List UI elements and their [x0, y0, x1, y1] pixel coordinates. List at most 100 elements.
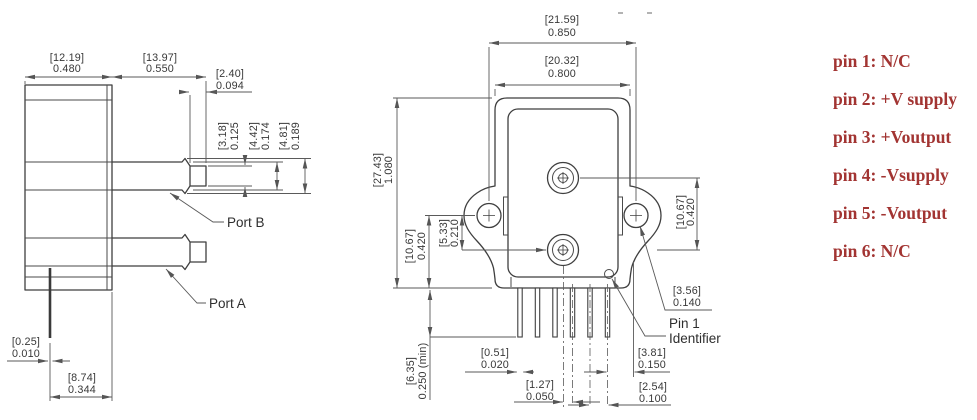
- extension-line: [429, 336, 516, 400]
- pin-centerlines: [563, 266, 608, 409]
- dim-pin-half-pitch: [1.27] 0.050: [514, 379, 600, 405]
- dim-pin-length-mm: [6.35]: [405, 357, 417, 385]
- leader-line: [611, 278, 666, 337]
- dim-tube-od: [4.42] 0.174: [193, 122, 283, 191]
- front-pins: [517, 266, 611, 409]
- pinout-line-5: pin 5: -Voutput: [833, 203, 947, 223]
- extension-line: [494, 89, 631, 96]
- pinout-line-1: pin 1: N/C: [833, 51, 911, 71]
- dim-tip-od-mm: [3.18]: [217, 122, 229, 150]
- dim-tip-length-in: 0.094: [216, 80, 244, 92]
- pin-6: [517, 287, 523, 338]
- dim-body-depth: [12.19] 0.480: [24, 52, 112, 84]
- extension-line: [49, 292, 113, 401]
- dim-body-depth-mm: [12.19]: [50, 52, 84, 64]
- pin-4: [552, 287, 558, 338]
- boss-mid: [552, 167, 574, 189]
- center-cross: [483, 209, 495, 222]
- dim-pin-width-in: 0.020: [481, 359, 509, 371]
- dim-body-height-mm: [27.43]: [372, 153, 384, 187]
- dim-pin-half-pitch-mm: [1.27]: [526, 379, 554, 391]
- dim-mount-hole-dia-in: 0.140: [673, 297, 701, 309]
- port-b-callout: Port B: [169, 192, 265, 230]
- dim-pin-thickness: [0.25] 0.010: [7, 336, 70, 364]
- hole-circle: [623, 202, 649, 229]
- pin-5: [534, 287, 541, 338]
- dim-barb-od-in: 0.189: [290, 122, 302, 150]
- dim-tip-od-in: 0.125: [229, 122, 241, 150]
- dim-tube-od-mm: [4.42]: [248, 122, 260, 150]
- dim-mount-hole-span: [21.59] 0.850: [488, 14, 637, 201]
- dim-pin-to-face-in: 0.344: [68, 384, 96, 396]
- dim-tip-od: [3.18] 0.125: [208, 122, 252, 197]
- dim-port-length-in: 0.550: [146, 63, 174, 75]
- front-body-outline: [463, 97, 662, 289]
- center-cross: [630, 209, 642, 222]
- pin1-identifier-callout: Pin 1 Identifier: [611, 278, 721, 346]
- dim-port-to-hole-in: 0.210: [449, 219, 461, 247]
- dim-pin1-to-hole-in: 0.150: [638, 359, 666, 371]
- dim-pin-to-face: [8.74] 0.344: [49, 292, 113, 401]
- dim-port-to-hole: [5.33] 0.210: [438, 215, 546, 253]
- dim-hole-to-bottom-in: 0.420: [416, 232, 428, 260]
- side-view-body: [24, 84, 113, 291]
- dim-pin1-to-hole: [3.81] 0.150: [584, 262, 670, 377]
- dim-pin-thickness-mm: [0.25]: [12, 336, 40, 348]
- dim-hole-to-bottom: [10.67] 0.420: [404, 215, 475, 288]
- dim-mount-hole-span-in: 0.850: [548, 27, 576, 39]
- pinout-line-2: pin 2: +V supply: [833, 89, 957, 109]
- front-cover: [503, 108, 623, 287]
- boss-outer: [546, 233, 580, 267]
- dim-body-height: [27.43] 1.080: [372, 97, 492, 289]
- dim-pin-width-mm: [0.51]: [481, 347, 509, 359]
- dim-body-depth-in: 0.480: [53, 63, 81, 75]
- pin1-identifier-circle: [604, 269, 614, 279]
- pinout-line-3: pin 3: +Voutput: [833, 127, 951, 147]
- extension-line: [193, 161, 283, 191]
- mounting-hole-right: [623, 202, 649, 229]
- dim-body-width-in: 0.800: [548, 68, 576, 80]
- dim-body-width: [20.32] 0.800: [494, 55, 631, 96]
- body-detail-lines: [25, 85, 112, 290]
- pin1-label-line1: Pin 1: [669, 316, 700, 331]
- extension-line: [187, 158, 311, 194]
- leader-line: [639, 225, 712, 311]
- dim-pin-pitch-in: 0.100: [639, 393, 667, 405]
- dim-tip-length: [2.40] 0.094: [179, 68, 252, 163]
- hole-circle: [476, 202, 502, 229]
- dim-pin-thickness-in: 0.010: [12, 348, 40, 360]
- dim-port-span: [10.67] 0.420: [580, 177, 700, 251]
- dim-pin-half-pitch-in: 0.050: [526, 391, 554, 403]
- pinout-line-4: pin 4: -Vsupply: [833, 165, 949, 185]
- port-boss-bottom: [546, 233, 580, 267]
- dim-port-length: [13.97] 0.550: [112, 52, 207, 163]
- dim-port-to-hole-mm: [5.33]: [438, 219, 450, 247]
- port-a-callout: Port A: [165, 268, 246, 311]
- dim-mount-hole-dia-mm: [3.56]: [673, 285, 701, 297]
- dim-pin1-to-hole-mm: [3.81]: [638, 347, 666, 359]
- port-b-outline: [111, 157, 207, 195]
- port-a-outline: [111, 233, 207, 271]
- side-view-port-b: [111, 157, 207, 195]
- center-cross: [557, 172, 569, 184]
- dim-pin-length-in: 0.250 (min): [417, 343, 429, 400]
- extension-line: [208, 165, 252, 187]
- dim-barb-od: [4.81] 0.189: [187, 122, 311, 194]
- dim-pin-width: [0.51] 0.020: [465, 347, 534, 375]
- extension-line: [488, 47, 637, 201]
- dim-tube-od-in: 0.174: [260, 122, 272, 150]
- pinout-legend: pin 1: N/C pin 2: +V supply pin 3: +Vout…: [833, 51, 957, 261]
- dim-pin-pitch: [2.54] 0.100: [568, 381, 671, 408]
- side-view: [12.19] 0.480 [13.97] 0.550 [2.40] 0.094…: [7, 52, 311, 401]
- pin1-label-line2: Identifier: [669, 331, 721, 346]
- dim-body-width-mm: [20.32]: [545, 55, 579, 67]
- body-outline: [24, 84, 113, 291]
- dim-hole-to-bottom-mm: [10.67]: [404, 229, 416, 263]
- dim-mount-hole-span-mm: [21.59]: [545, 14, 579, 26]
- dim-port-span-mm: [10.67]: [675, 195, 687, 229]
- dim-body-height-in: 1.080: [383, 156, 395, 184]
- center-cross: [557, 244, 569, 256]
- front-view: [21.59] 0.850 [20.32] 0.800 [27.43] 1.08…: [372, 12, 721, 409]
